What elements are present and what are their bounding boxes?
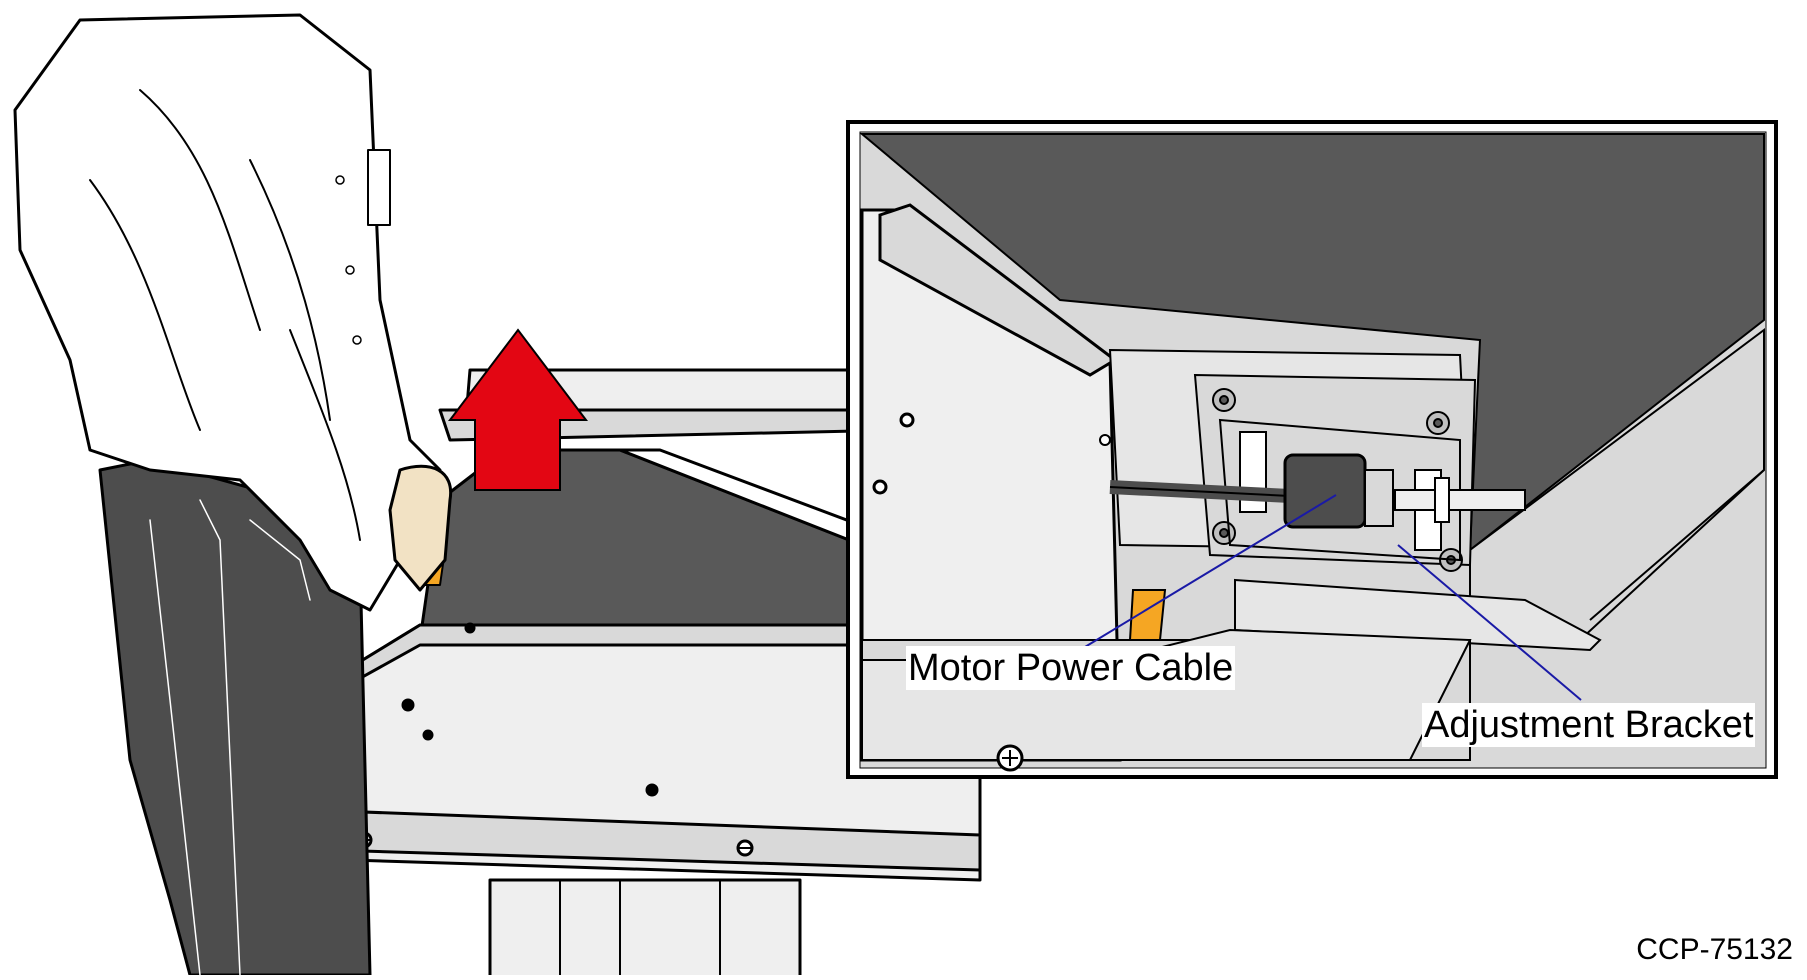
leader-line-adjustment-bracket <box>1397 544 1582 701</box>
technician-hand <box>388 464 453 592</box>
mounting-nut <box>1212 388 1463 572</box>
motor-connector <box>1283 453 1367 529</box>
conveyor-base-leg <box>488 878 802 980</box>
figure-id: CCP-75132 <box>1636 933 1793 966</box>
technician-figure <box>13 13 453 977</box>
adjustment-bracket <box>1218 418 1461 562</box>
arrow-up-icon <box>447 328 589 491</box>
detail-inset <box>846 120 1778 779</box>
callout-adjustment-bracket: Adjustment Bracket <box>1422 703 1756 747</box>
leader-line-motor-cable <box>1079 494 1337 651</box>
callout-motor-power-cable: Motor Power Cable <box>906 646 1236 690</box>
